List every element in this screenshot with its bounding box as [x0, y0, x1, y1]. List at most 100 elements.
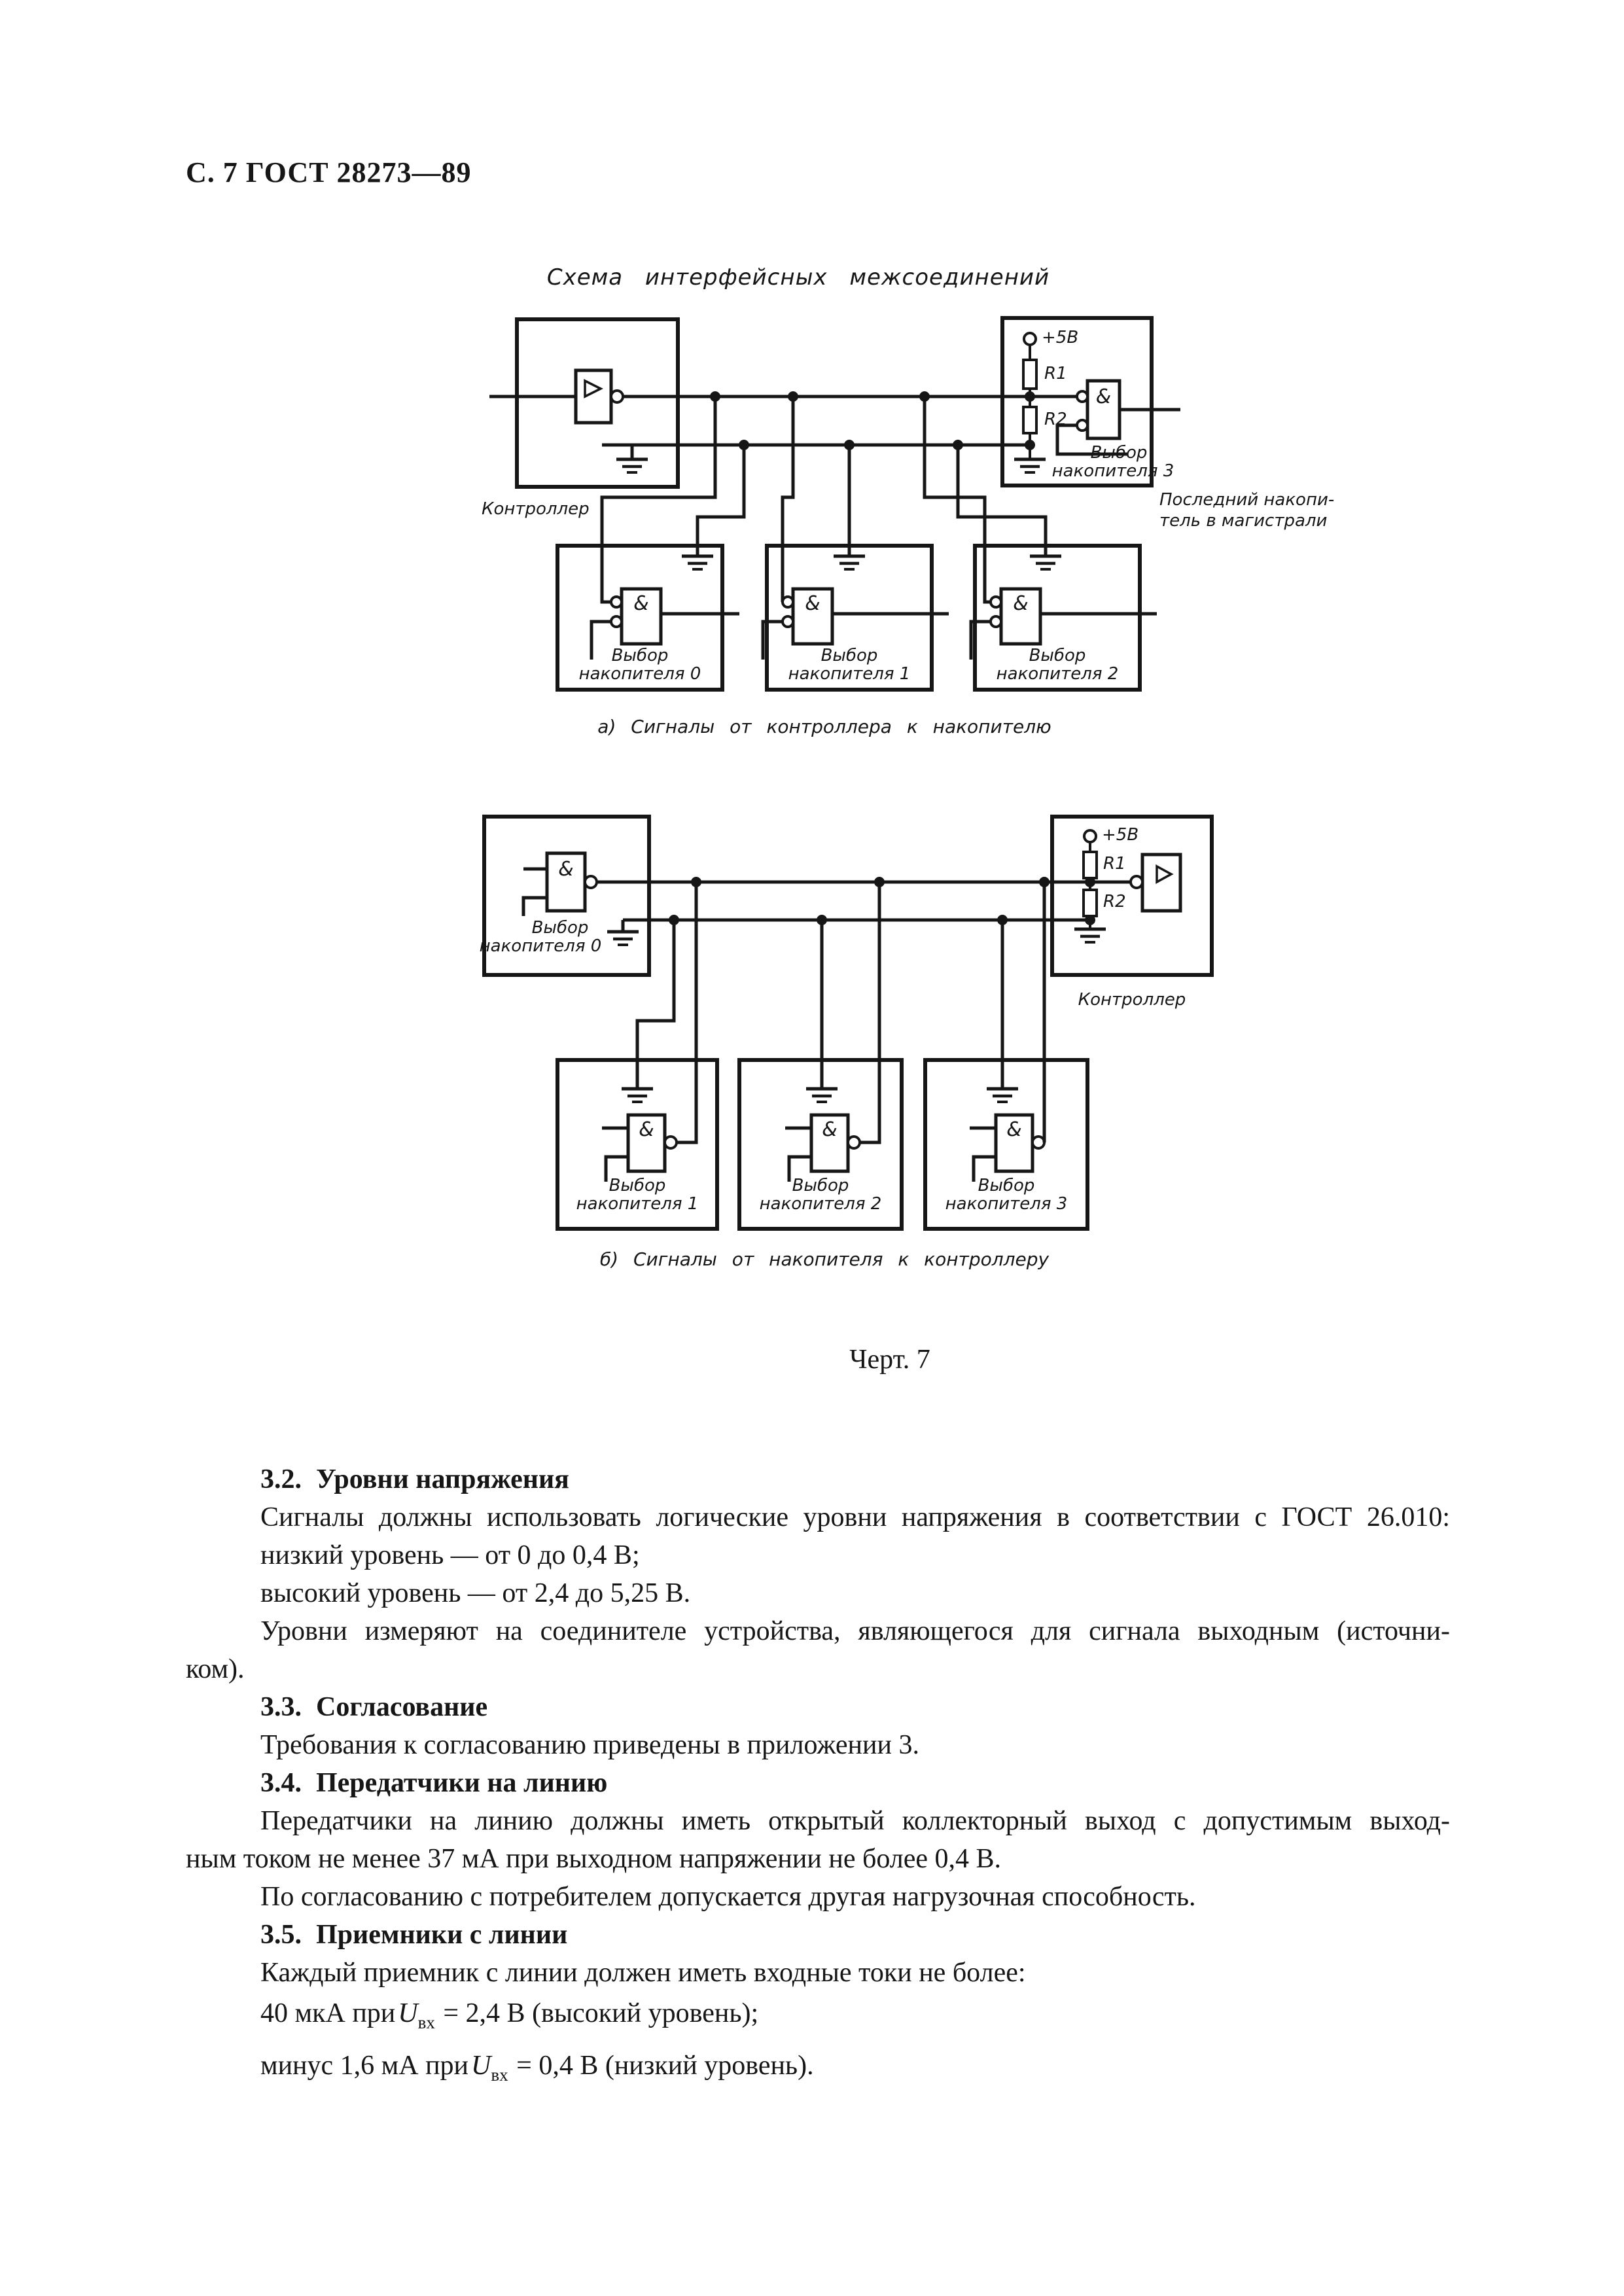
ground-icon — [622, 1089, 653, 1102]
u-variable: U — [398, 1998, 418, 2028]
and-gate — [620, 587, 663, 646]
junction-dots — [710, 391, 1035, 450]
r1-label-b: R1 — [1103, 854, 1126, 874]
section-3-2-heading: 3.2.Уровни напряжения — [260, 1464, 569, 1494]
inversion-circle — [610, 615, 623, 628]
select0-label-line1: Выбор — [531, 918, 589, 938]
caption-a: а) Сигналы от контроллера к накопителю — [597, 716, 1051, 737]
paragraph-line: ным током не менее 37 мА при выходном на… — [186, 1844, 1002, 1874]
driver-triangle-icon — [584, 379, 603, 398]
drive2-label-line2: накопителя 2 — [759, 1194, 882, 1214]
drive1-label-line2: накопителя 1 — [788, 664, 911, 684]
paragraph-line: Передатчики на линию должны иметь открыт… — [260, 1806, 1450, 1836]
body-text: 3.2.Уровни напряжения Сигналы должны исп… — [186, 1460, 1450, 2096]
inversion-circle — [989, 595, 1002, 609]
and-gate-label: & — [1095, 385, 1112, 408]
and-gate-label: & — [1013, 592, 1029, 615]
line-receiver — [1140, 853, 1182, 913]
paragraph-line: низкий уровень — от 0 до 0,4 В; — [260, 1540, 640, 1570]
formula-line: 40 мкА приUвх = 2,4 В (высокий уровень); — [260, 1998, 759, 2032]
r2-label-b: R2 — [1103, 892, 1126, 911]
r1-label-a: R1 — [1044, 364, 1067, 383]
paragraph-line: Сигналы должны использовать логические у… — [260, 1502, 1450, 1532]
diagram-a — [489, 316, 1180, 692]
paragraph-line: высокий уровень — от 2,4 до 5,25 В. — [260, 1578, 691, 1608]
select3-label-line2: накопителя 3 — [1051, 461, 1174, 481]
select0-label-line2: накопителя 0 — [479, 936, 602, 956]
ground-icon — [1030, 556, 1061, 569]
receiver-triangle-icon — [1156, 864, 1174, 884]
inversion-circle — [1129, 875, 1144, 889]
drive0-label-line2: накопителя 0 — [578, 664, 701, 684]
drive3-label-line1: Выбор — [978, 1176, 1035, 1195]
and-gate-label: & — [805, 592, 821, 615]
last-drive-note-line2: тель в магистрали — [1159, 511, 1328, 531]
inversion-circle — [663, 1135, 678, 1150]
controller-box — [515, 317, 680, 489]
drive2-label-line2: накопителя 2 — [996, 664, 1119, 684]
paragraph-line: ком). — [186, 1654, 245, 1684]
inversion-circle — [989, 615, 1002, 628]
resistor-r1 — [1082, 851, 1098, 879]
power-terminal — [1023, 332, 1037, 346]
page-header: С. 7 ГОСТ 28273—89 — [186, 156, 472, 188]
power-label-a: +5В — [1042, 328, 1079, 347]
last-drive-box — [1000, 316, 1154, 487]
resistor-r2 — [1022, 406, 1038, 434]
line-driver — [574, 368, 613, 425]
section-3-3-heading: 3.3.Согласование — [260, 1692, 488, 1722]
ground-icon — [806, 1089, 838, 1102]
inversion-circle — [610, 595, 623, 609]
drive1-label-line2: накопителя 1 — [576, 1194, 699, 1214]
drive-box-0 — [482, 815, 651, 977]
resistor-r2 — [1082, 889, 1098, 917]
inversion-circle — [1031, 1135, 1046, 1150]
inversion-circle — [847, 1135, 861, 1150]
and-gate-label: & — [633, 592, 649, 615]
junction-dots — [669, 877, 1095, 925]
ground-icon — [834, 556, 865, 569]
paragraph-line: Требования к согласованию приведены в пр… — [260, 1730, 919, 1760]
u-variable: U — [471, 2051, 491, 2081]
ground-icon — [987, 1089, 1018, 1102]
ground-icon — [1014, 459, 1046, 472]
paragraph-line: Каждый приемник с линии должен иметь вхо… — [260, 1958, 1026, 1988]
ground-icon — [616, 459, 648, 472]
ground-icon — [682, 556, 713, 569]
and-gate-label: & — [822, 1118, 838, 1141]
inversion-circle — [1076, 419, 1089, 432]
and-gate-label: & — [558, 858, 574, 881]
u-subscript: вх — [417, 2013, 435, 2032]
diagram-b — [482, 815, 1214, 1231]
caption-b: б) Сигналы от накопителя к контроллеру — [599, 1248, 1050, 1270]
inversion-circle — [610, 389, 624, 404]
drive-box-2 — [973, 544, 1142, 692]
paragraph-line: По согласованию с потребителем допускает… — [260, 1882, 1196, 1912]
drive-box-3 — [923, 1058, 1089, 1231]
formula-line: минус 1,6 мА приUвх = 0,4 В (низкий уров… — [260, 2051, 814, 2085]
paragraph-line: Уровни измеряют на соединителе устройств… — [260, 1616, 1450, 1646]
figure-title: Схема интерфейсных межсоединений — [546, 264, 1050, 291]
drive2-label-line1: Выбор — [1029, 646, 1086, 665]
and-gate-label: & — [639, 1118, 654, 1141]
drive-box-0 — [556, 544, 724, 692]
drive2-label-line1: Выбор — [792, 1176, 849, 1195]
power-terminal — [1083, 829, 1097, 843]
inversion-circle — [781, 615, 794, 628]
inversion-circle — [781, 595, 794, 609]
and-gate — [791, 587, 834, 646]
inversion-circle — [584, 875, 598, 889]
figure-number: Черт. 7 — [849, 1345, 930, 1375]
controller-label-b: Контроллер — [1078, 990, 1186, 1010]
drive3-label-line2: накопителя 3 — [945, 1194, 1068, 1214]
inversion-circle — [1076, 390, 1089, 403]
and-gate-label: & — [1006, 1118, 1022, 1141]
resistor-r1 — [1022, 359, 1038, 390]
drive1-label-line1: Выбор — [821, 646, 878, 665]
power-label-b: +5В — [1102, 825, 1139, 845]
controller-label-a: Контроллер — [482, 499, 590, 519]
section-3-5-heading: 3.5.Приемники с линии — [260, 1920, 568, 1950]
drive1-label-line1: Выбор — [609, 1176, 666, 1195]
